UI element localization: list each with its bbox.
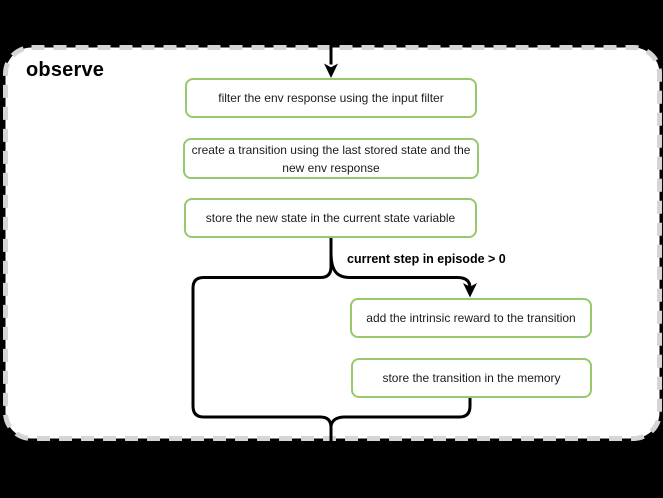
node-filter-env-response: filter the env response using the input …	[185, 78, 477, 118]
arrowhead-true-branch	[463, 283, 477, 298]
node-label-line: create a transition using the last store…	[191, 142, 471, 157]
group-title: observe	[26, 59, 105, 81]
node-label: store the transition in the memory	[382, 371, 561, 385]
node-add-intrinsic-reward: add the intrinsic reward to the transiti…	[350, 298, 592, 338]
arrowhead-entry	[324, 63, 338, 78]
node-label-line: new env response	[282, 160, 380, 175]
branch-condition-label: current step in episode > 0	[347, 252, 506, 266]
connector-true-branch	[329, 251, 472, 290]
node-create-transition: create a transition using the last store…	[183, 138, 479, 179]
node-store-new-state: store the new state in the current state…	[184, 198, 477, 238]
node-label: add the intrinsic reward to the transiti…	[366, 311, 576, 325]
connector-merge	[329, 398, 472, 427]
node-store-transition: store the transition in the memory	[351, 358, 592, 398]
connector-bypass-branch	[191, 238, 333, 470]
node-label: store the new state in the current state…	[205, 211, 456, 225]
node-label: filter the env response using the input …	[218, 91, 444, 105]
